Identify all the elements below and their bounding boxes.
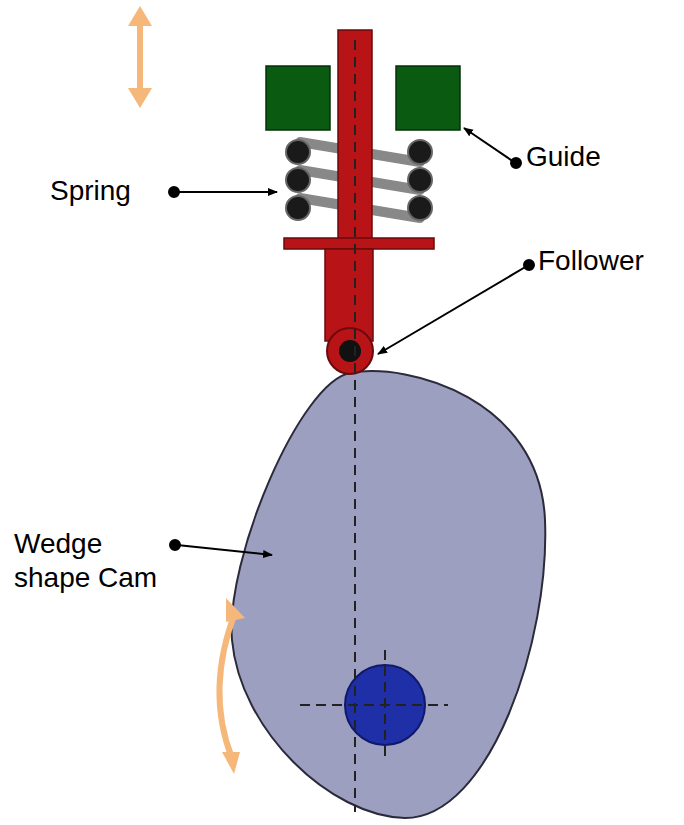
roller: [327, 328, 373, 374]
guide-block: [396, 66, 460, 130]
guide-block: [266, 66, 330, 130]
spring-label: Spring: [50, 174, 170, 208]
center-line: [384, 650, 386, 760]
guide-label: Guide: [526, 140, 666, 174]
leader-lines: [169, 128, 534, 555]
motion-arrow: [128, 6, 152, 108]
roller-pin: [339, 340, 361, 362]
center-line: [300, 704, 448, 706]
axis-line: [354, 40, 356, 812]
spring-collar: [284, 238, 434, 249]
cam-label: Wedge shape Cam: [14, 527, 174, 595]
wedge-cam: [232, 371, 546, 818]
rotation-arrow: [219, 598, 245, 774]
follower-label: Follower: [538, 244, 678, 278]
